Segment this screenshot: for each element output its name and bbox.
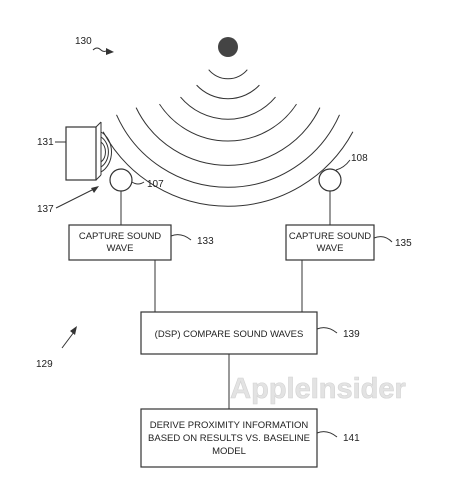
emitter-arc-2: [100, 136, 109, 168]
derive-line-2: BASED ON RESULTS VS. BASELINE: [148, 433, 310, 444]
ref-137: 137: [37, 204, 54, 215]
ref-135: 135: [395, 238, 412, 249]
watermark-text: AppleInsider: [230, 373, 406, 405]
ref-108: 108: [351, 153, 368, 164]
microphone-107: [109, 168, 133, 192]
ref-137-leader: [55, 187, 97, 209]
derive-line-1: DERIVE PROXIMITY INFORMATION: [150, 420, 309, 431]
capture-left-line-2: WAVE: [107, 243, 134, 254]
microphone-108: [318, 168, 342, 192]
device-block-edge-top: [95, 121, 102, 128]
wave-arc-1: [208, 69, 248, 80]
capture-right-line-2: WAVE: [317, 243, 344, 254]
ref-133: 133: [197, 236, 214, 247]
ref-108-leader: [335, 159, 351, 171]
wave-arc-7: [102, 131, 354, 207]
ref-137-arrowhead: [91, 186, 99, 193]
wave-arc-5: [135, 107, 321, 166]
wave-arc-4: [159, 103, 297, 142]
ref-129-arrowhead: [70, 326, 77, 335]
dsp-compare-label: (DSP) COMPARE SOUND WAVES: [155, 329, 304, 340]
ref-130-arrowhead: [106, 48, 114, 55]
wave-arc-3: [180, 96, 276, 120]
ref-139-leader: [316, 327, 338, 334]
device-block-edge-bottom: [95, 174, 102, 181]
derive-line-3: MODEL: [212, 446, 246, 457]
ref-131: 131: [37, 137, 54, 148]
wave-arc-6: [116, 114, 340, 188]
emitter-arc-1: [100, 141, 106, 163]
ref-129: 129: [36, 359, 53, 370]
derive-proximity-box: [140, 408, 318, 468]
capture-sound-wave-box-left: [68, 224, 172, 261]
ref-129-leader: [61, 331, 75, 349]
capture-sound-wave-box-right: [285, 224, 375, 261]
capture-right-line-1: CAPTURE SOUND: [289, 231, 371, 242]
sound-source-dot: [218, 37, 238, 57]
ref-133-leader: [170, 234, 192, 241]
ref-107: 107: [147, 179, 164, 190]
ref-141: 141: [343, 433, 360, 444]
wave-arc-2: [196, 84, 260, 100]
device-block: [65, 126, 97, 181]
ref-135-leader: [373, 236, 393, 243]
emitter-arc-3: [100, 131, 112, 173]
capture-left-line-1: CAPTURE SOUND: [79, 231, 161, 242]
emitter-arcs: [100, 131, 112, 173]
ref-141-leader: [316, 431, 338, 438]
sound-wave-arcs: [102, 69, 354, 207]
ref-130: 130: [75, 36, 92, 47]
ref-139: 139: [343, 329, 360, 340]
ref-130-leader: [92, 47, 109, 52]
ref-107-leader: [131, 181, 145, 185]
